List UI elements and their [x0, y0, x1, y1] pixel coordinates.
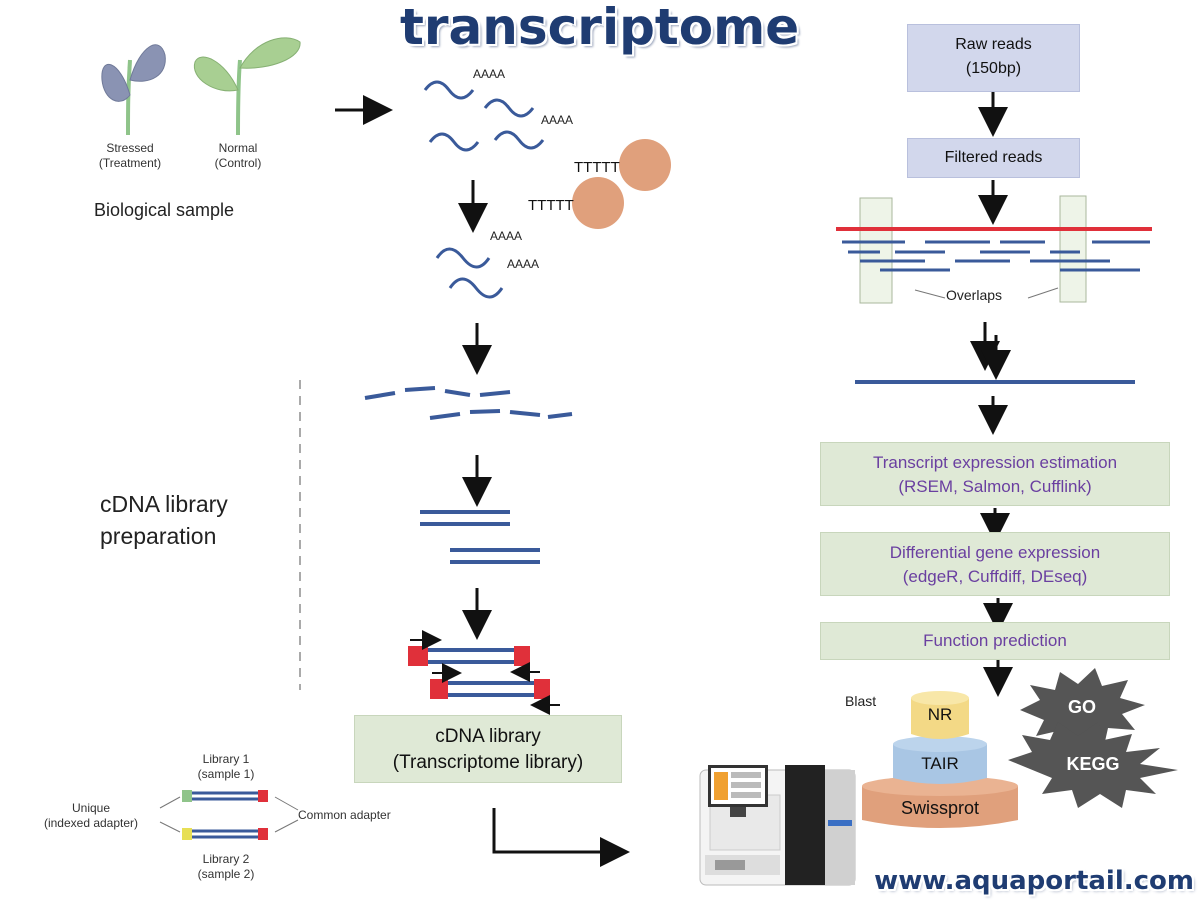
db-tair-label: TAIR: [921, 754, 959, 773]
arrow-to-sequencer: [492, 808, 630, 867]
isolated-mrna: [435, 247, 504, 299]
polya-tag: AAAA: [473, 67, 505, 81]
db-kegg-label: KEGG: [1066, 754, 1120, 774]
overlaps-label: Overlaps: [946, 287, 1003, 303]
function-prediction-box: Function prediction: [820, 622, 1170, 660]
biological-sample-label: Biological sample: [94, 200, 235, 220]
common-adapter-label: Common adapter: [298, 808, 391, 822]
raw-reads-box: Raw reads (150bp): [907, 24, 1080, 92]
go-burst-icon: [1020, 668, 1145, 748]
db-swissprot-label: Swissprot: [900, 798, 980, 818]
rna-fragments: [364, 386, 573, 420]
database-stack: [862, 691, 1018, 828]
ds-cdna: [420, 510, 540, 564]
mrna-strands: [423, 80, 545, 152]
differential-expression-box: Differential gene expression (edgeR, Cuf…: [820, 532, 1170, 596]
expression-estimation-box: Transcript expression estimation (RSEM, …: [820, 442, 1170, 506]
polyt-tag: TTTTT: [528, 197, 574, 214]
plant-stressed-label: Stressed (Treatment): [98, 141, 162, 170]
plant-stressed-icon: [101, 44, 166, 136]
filtered-reads-box: Filtered reads: [907, 138, 1080, 178]
unique-adapter-label: Unique (indexed adapter): [43, 801, 139, 830]
watermark: www.aquaportail.com: [874, 866, 1194, 896]
polya-tag: AAAA: [507, 257, 539, 271]
bead-icon: [572, 177, 624, 229]
cdna-library-box: cDNA library (Transcriptome library): [354, 715, 622, 783]
sequencer-icon: [699, 765, 856, 886]
polyt-tag: TTTTT: [574, 159, 620, 176]
kegg-burst-icon: [1008, 722, 1178, 808]
adapter-ligated-cdna: [408, 630, 560, 715]
cdna-prep-label: cDNA library preparation: [100, 491, 228, 549]
diagram-title: transcriptome: [400, 0, 800, 56]
adapter-legend: [159, 790, 299, 840]
db-go-label: GO: [1067, 697, 1096, 717]
read-alignment: [836, 195, 1152, 304]
db-nr-label: NR: [927, 705, 953, 724]
bead-icon: [619, 139, 671, 191]
plant-normal-icon: [193, 37, 301, 136]
polya-tag: AAAA: [541, 113, 573, 127]
library1-label: Library 1 (sample 1): [197, 752, 255, 781]
polya-tag: AAAA: [490, 229, 522, 243]
library2-label: Library 2 (sample 2): [197, 852, 255, 881]
blast-label: Blast: [845, 693, 877, 709]
plant-normal-label: Normal (Control): [214, 141, 262, 170]
